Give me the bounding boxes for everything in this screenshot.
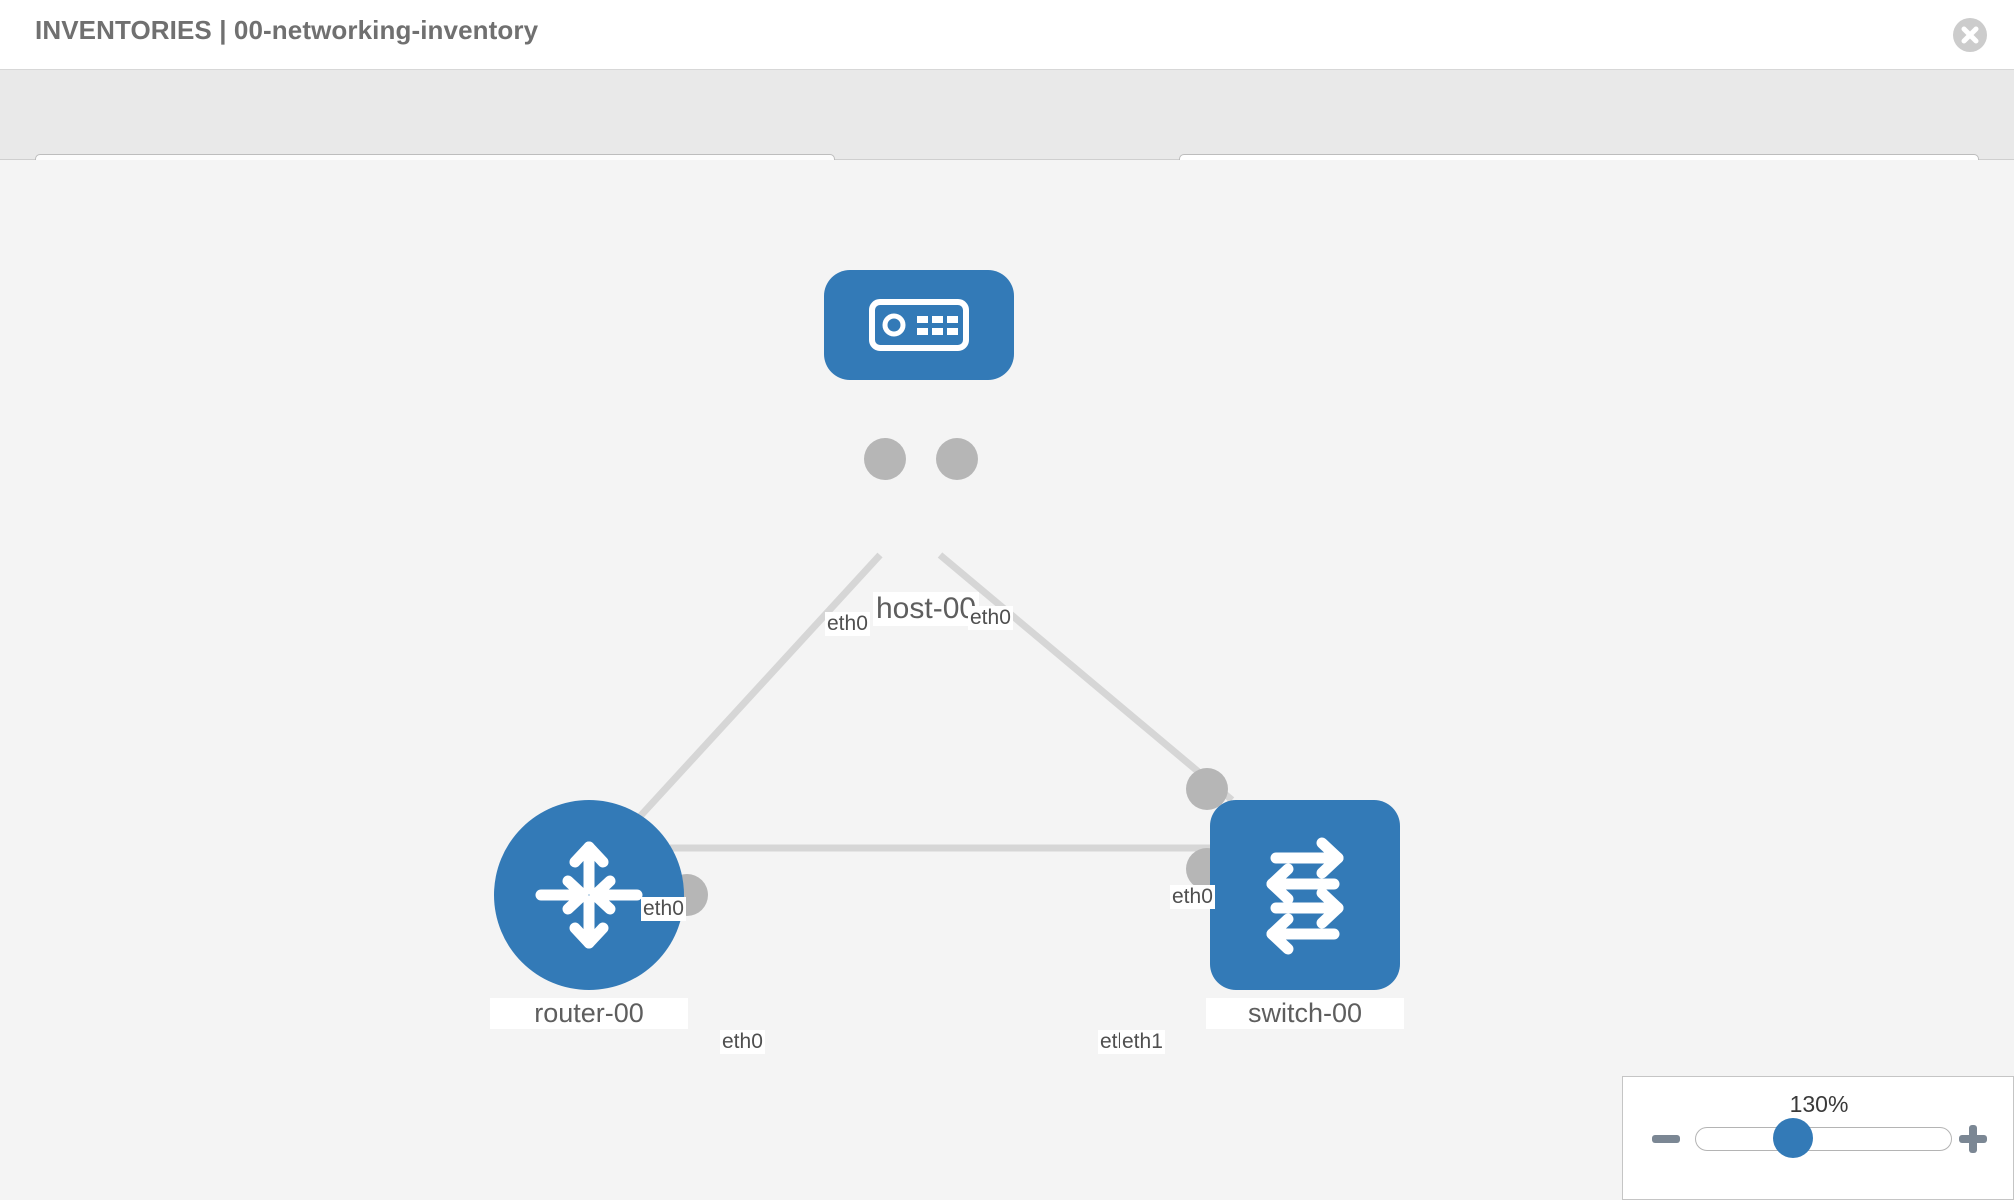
port-switch-00-eth0[interactable] [1186, 768, 1228, 810]
page-title: INVENTORIES | 00-networking-inventory [35, 15, 539, 45]
iface-label-switch-host-eth0: eth0 [1170, 885, 1215, 910]
zoom-slider-track[interactable] [1695, 1127, 1952, 1151]
iface-label-host-eth0-left: eth0 [825, 612, 870, 637]
node-switch-00-shape[interactable] [1210, 800, 1400, 990]
node-switch-00[interactable]: switch-00 [1186, 768, 1404, 1029]
port-host-00-eth0-right[interactable] [936, 438, 978, 480]
node-host-00[interactable] [824, 270, 1014, 480]
zoom-level-value: 130% [1789, 1091, 1849, 1117]
switch-arrows-icon [1266, 837, 1344, 955]
iface-label-router-host-eth0: eth0 [641, 897, 686, 922]
router-arrows-icon [535, 841, 643, 949]
iface-label-host-eth0-right: eth0 [968, 606, 1013, 631]
node-router-00-label: router-00 [490, 998, 688, 1029]
close-icon[interactable] [1953, 18, 1987, 52]
node-router-00[interactable]: router-00 [490, 800, 708, 1029]
node-host-00-label: host-00 [873, 592, 980, 626]
page-header: INVENTORIES | 00-networking-inventory [0, 0, 2014, 70]
server-icon [869, 299, 969, 351]
minus-icon[interactable] [1649, 1122, 1683, 1156]
topology-canvas[interactable]: router-00 [0, 160, 2014, 1200]
node-host-00-shape[interactable] [824, 270, 1014, 380]
node-router-00-shape[interactable] [494, 800, 684, 990]
plus-icon[interactable] [1956, 1122, 1990, 1156]
zoom-control-panel: 130% [1622, 1076, 2014, 1200]
iface-label-router-eth0: eth0 [720, 1030, 765, 1055]
toolbar: ACTIONS SEARCH [0, 70, 2014, 206]
topology-edges [597, 552, 1235, 863]
zoom-slider-thumb[interactable] [1773, 1118, 1813, 1158]
port-host-00-eth0-left[interactable] [864, 438, 906, 480]
iface-label-switch-eth1: eth1 [1120, 1030, 1165, 1055]
node-switch-00-label: switch-00 [1206, 998, 1404, 1029]
